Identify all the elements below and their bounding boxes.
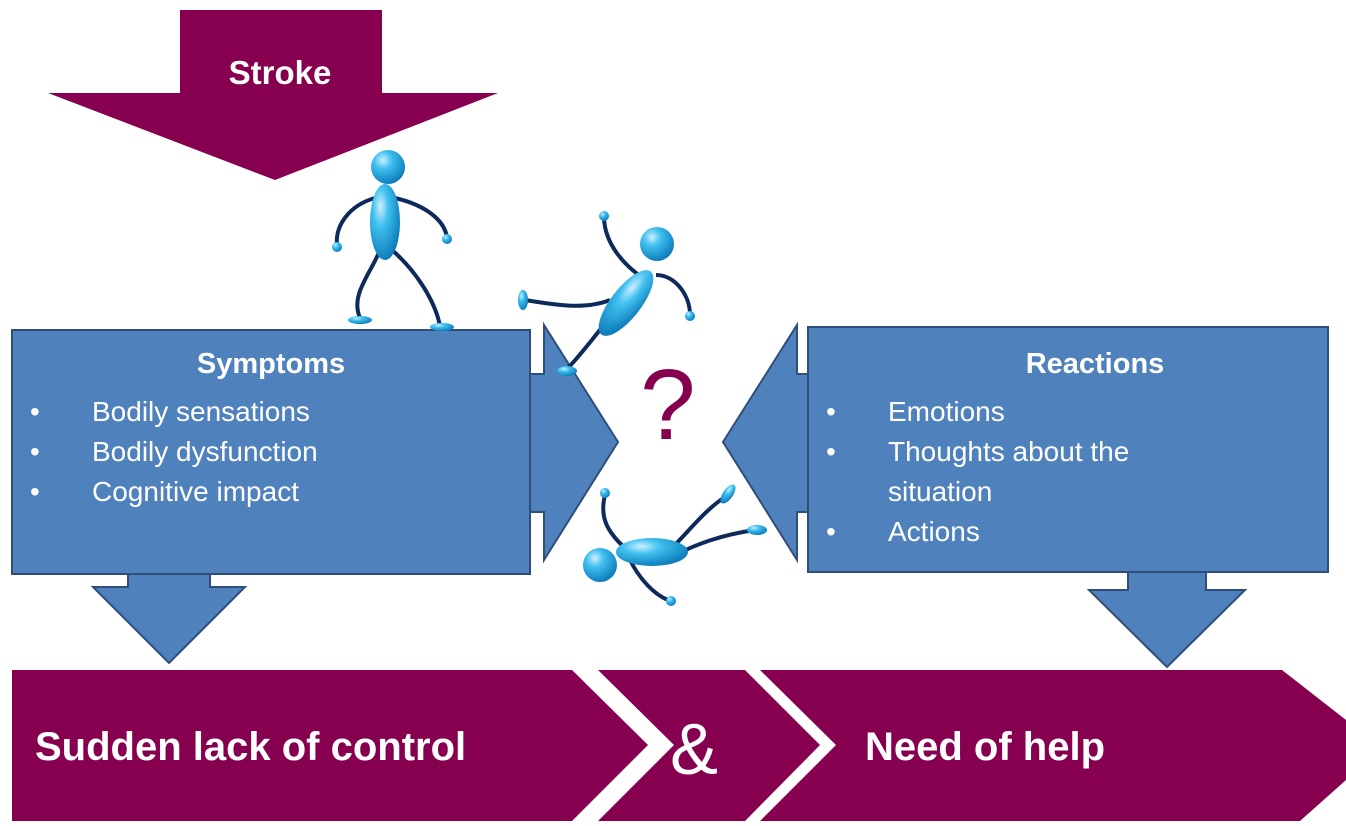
symptoms-item: Bodily dysfunction bbox=[12, 432, 318, 472]
outcome-middle-chevron bbox=[598, 670, 820, 821]
reactions-item: Actions bbox=[808, 512, 1129, 552]
symptoms-down-arrow bbox=[90, 565, 248, 665]
symptoms-list: Bodily sensations Bodily dysfunction Cog… bbox=[12, 392, 318, 512]
symptoms-item: Bodily sensations bbox=[12, 392, 318, 432]
outcome-middle-label: & bbox=[670, 710, 719, 790]
question-mark: ? bbox=[640, 349, 696, 461]
reactions-title: Reactions bbox=[1025, 348, 1165, 380]
symptoms-title: Symptoms bbox=[196, 348, 346, 380]
symptoms-item: Cognitive impact bbox=[12, 472, 318, 512]
outcome-right-chevron bbox=[760, 670, 1346, 821]
symptoms-right-arrow bbox=[517, 321, 620, 564]
reactions-item: Thoughts about the bbox=[808, 432, 1129, 472]
reactions-item: situation bbox=[888, 476, 993, 507]
stroke-arrow bbox=[48, 10, 498, 180]
tumbling-figure bbox=[518, 211, 695, 376]
outcome-right-label: Need of help bbox=[865, 725, 1106, 769]
reactions-down-arrow bbox=[1086, 565, 1248, 669]
outcome-left-chevron bbox=[12, 670, 648, 821]
reactions-item: Emotions bbox=[808, 392, 1129, 432]
stroke-label: Stroke bbox=[228, 54, 332, 91]
reactions-list: Emotions Thoughts about the situation Ac… bbox=[808, 392, 1129, 552]
standing-figure bbox=[332, 150, 454, 331]
fallen-figure bbox=[583, 484, 767, 606]
outcome-left-label: Sudden lack of control bbox=[35, 725, 467, 769]
